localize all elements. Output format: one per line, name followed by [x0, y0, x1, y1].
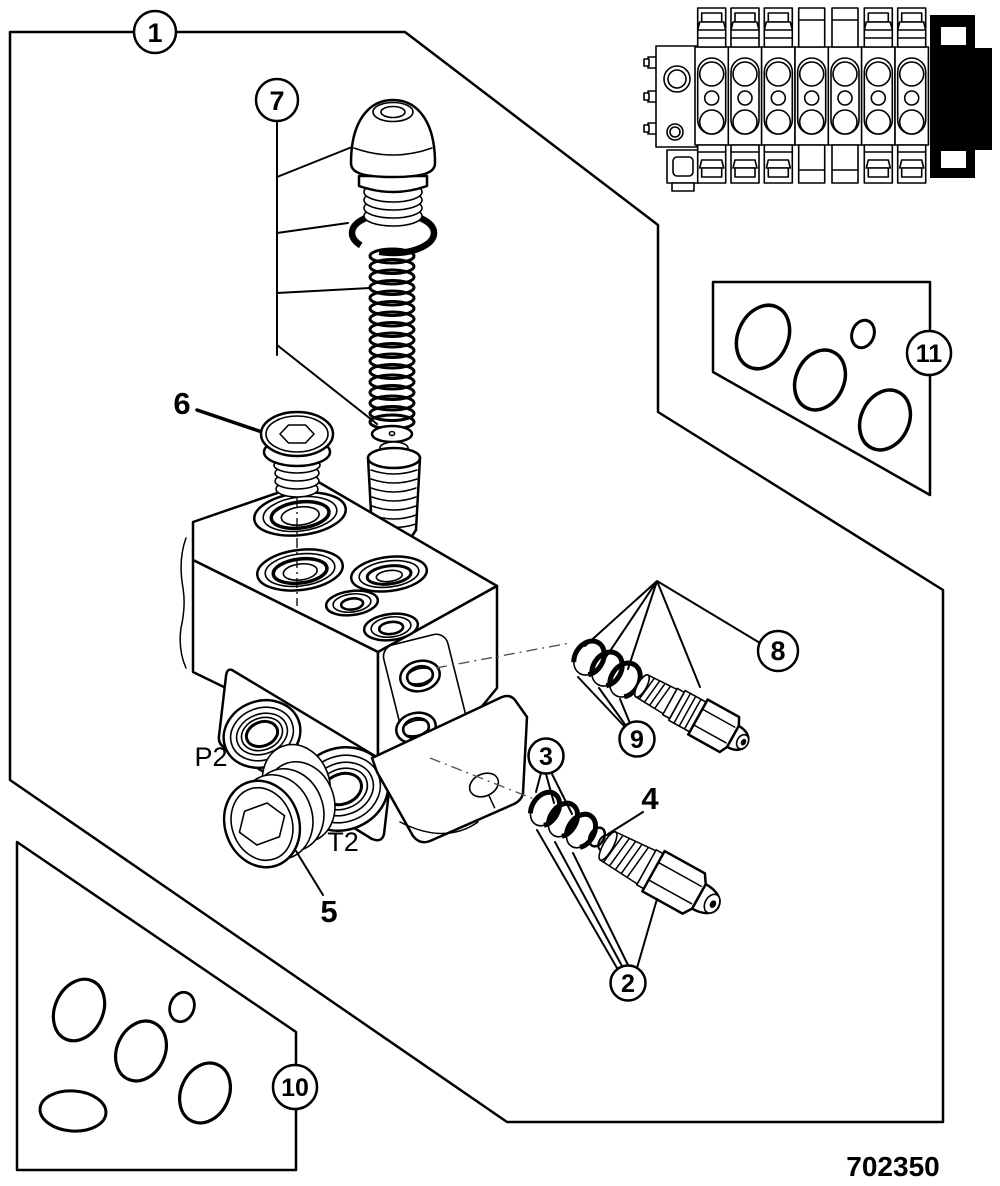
counterbore-poppet-seat — [349, 555, 429, 593]
callout-7-label: 7 — [269, 86, 284, 116]
item-4-label: 4 — [641, 781, 659, 816]
relief-valve-group-8: 8 9 — [571, 580, 800, 758]
counterbore-port-upper — [253, 491, 347, 537]
o-ring — [545, 800, 581, 840]
port-label-p2: P2 — [194, 742, 227, 772]
work-section-4 — [794, 7, 830, 184]
callout-11: 11 — [905, 329, 953, 377]
callout-7: 7 — [254, 77, 300, 123]
callout-2-label: 2 — [621, 970, 635, 998]
callout-3: 3 — [527, 737, 565, 775]
o-ring — [527, 789, 563, 829]
callout-8-label: 8 — [770, 636, 785, 666]
valve-block — [179, 478, 571, 844]
callout-10-label: 10 — [281, 1074, 309, 1102]
relief-valve-group-2: 4 3 2 — [527, 737, 721, 1002]
o-ring — [178, 1061, 232, 1125]
breather-cap — [349, 98, 437, 227]
work-section-5 — [827, 7, 863, 184]
relief-cartridge-2 — [598, 830, 721, 915]
hex-plug-6: 6 — [173, 386, 335, 606]
port-label-t2: T2 — [327, 827, 359, 857]
relief-cartridge-8 — [633, 674, 750, 754]
callout-9: 9 — [618, 720, 656, 758]
item-5-label: 5 — [320, 894, 337, 929]
o-ring — [857, 388, 913, 452]
port-p2 — [222, 698, 302, 770]
work-section-2 — [727, 7, 763, 184]
o-ring — [589, 649, 625, 689]
figure-number: 702350 — [846, 1151, 939, 1182]
inlet-section — [643, 45, 700, 192]
callout-9-label: 9 — [630, 726, 644, 754]
o-ring-wide — [38, 1089, 108, 1133]
callout-10: 10 — [271, 1063, 319, 1111]
callout-1-label: 1 — [147, 18, 162, 48]
enclosure-border — [8, 30, 945, 1124]
o-ring — [792, 348, 848, 412]
o-ring-small — [168, 990, 196, 1024]
end-cap-silhouette — [930, 15, 992, 178]
work-section-3 — [760, 7, 796, 184]
callout-8: 8 — [756, 629, 800, 673]
boss-hole-small — [324, 589, 380, 617]
valve-bank-overview — [643, 7, 992, 192]
o-ring — [51, 977, 107, 1043]
hex-plug-5: 5 — [222, 743, 338, 929]
callout-11-label: 11 — [916, 340, 943, 368]
callout-1: 1 — [132, 9, 178, 55]
mounting-foot — [370, 694, 529, 844]
seal-kit-11: 11 — [711, 280, 953, 497]
callout-2: 2 — [609, 964, 647, 1002]
item-6-label: 6 — [173, 386, 190, 421]
work-section-1 — [694, 7, 730, 184]
work-section-7 — [894, 7, 930, 184]
callout-3-label: 3 — [539, 743, 553, 771]
o-ring-small — [850, 318, 876, 350]
o-ring — [114, 1019, 168, 1083]
seal-kit-10: 10 — [15, 840, 319, 1172]
o-ring — [734, 303, 792, 371]
o-ring — [563, 811, 599, 851]
counterbore-port-lower — [256, 548, 344, 592]
work-section-6 — [860, 7, 896, 184]
o-ring — [571, 638, 607, 678]
spring — [368, 247, 416, 431]
boss-hole-threaded — [362, 612, 420, 642]
